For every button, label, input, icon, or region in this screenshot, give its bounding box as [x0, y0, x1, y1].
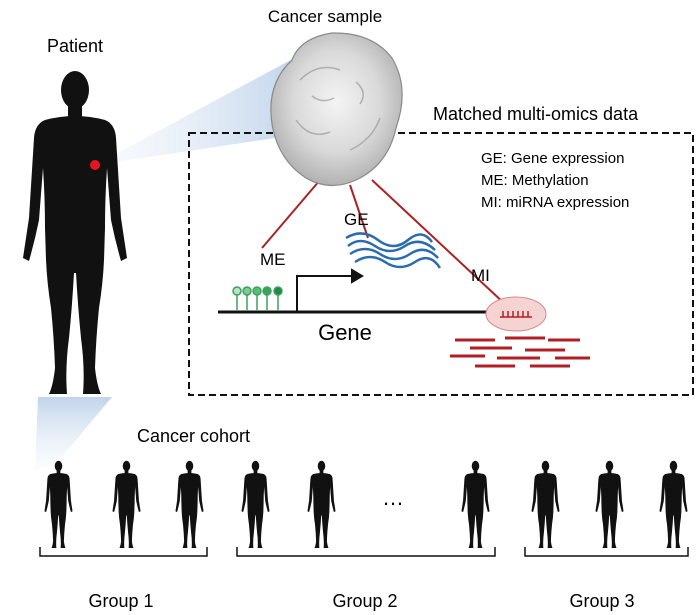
tss-arrow: [296, 268, 364, 311]
cancer-sample-blob: [270, 32, 403, 187]
cohort-person-8: [595, 460, 624, 549]
bracket-group-1: [39, 547, 208, 557]
mirna-binding: [500, 311, 532, 318]
cohort-person-5: [307, 460, 336, 549]
cohort-person-3: [175, 460, 204, 549]
cohort-person-4: [241, 460, 270, 549]
me-label: ME: [260, 250, 286, 269]
cancer-sample-label: Cancer sample: [268, 7, 382, 26]
patient-label: Patient: [47, 36, 103, 56]
group-brackets: [39, 547, 689, 557]
cohort-person-2: [112, 460, 141, 549]
gene-label: Gene: [318, 320, 372, 345]
matched-data-title: Matched multi-omics data: [433, 104, 639, 124]
connector-lines: [261, 179, 507, 306]
group-2-label: Group 2: [332, 591, 397, 611]
bracket-group-2: [236, 547, 496, 557]
mirna-binding-highlight: [485, 296, 547, 332]
matched-data-box: [188, 132, 694, 396]
projection-beam: [95, 55, 300, 165]
mi-label: MI: [471, 266, 490, 285]
ellipsis: …: [382, 485, 404, 510]
legend-me: ME: Methylation: [481, 172, 589, 189]
cohort-label: Cancer cohort: [137, 426, 250, 446]
cohort-beam: [35, 397, 112, 470]
tumor-marker: [90, 160, 100, 170]
bracket-group-3: [524, 547, 689, 557]
cohort-person-7: [531, 460, 560, 549]
legend-ge: GE: Gene expression: [481, 150, 624, 167]
gene-expression-waves: [345, 232, 442, 269]
cohort-person-1: [44, 460, 73, 549]
patient-figure: [23, 71, 127, 394]
methylation-marks: [232, 286, 283, 311]
legend: GE: Gene expression ME: Methylation MI: …: [481, 150, 629, 211]
mirna-fragments: [450, 336, 590, 368]
ge-label: GE: [344, 210, 369, 229]
group-3-label: Group 3: [569, 591, 634, 611]
cohort-figures: [44, 460, 688, 549]
cohort-person-9: [659, 460, 688, 549]
group-1-label: Group 1: [88, 591, 153, 611]
legend-mi: MI: miRNA expression: [481, 194, 629, 211]
cohort-person-6: [461, 460, 490, 549]
